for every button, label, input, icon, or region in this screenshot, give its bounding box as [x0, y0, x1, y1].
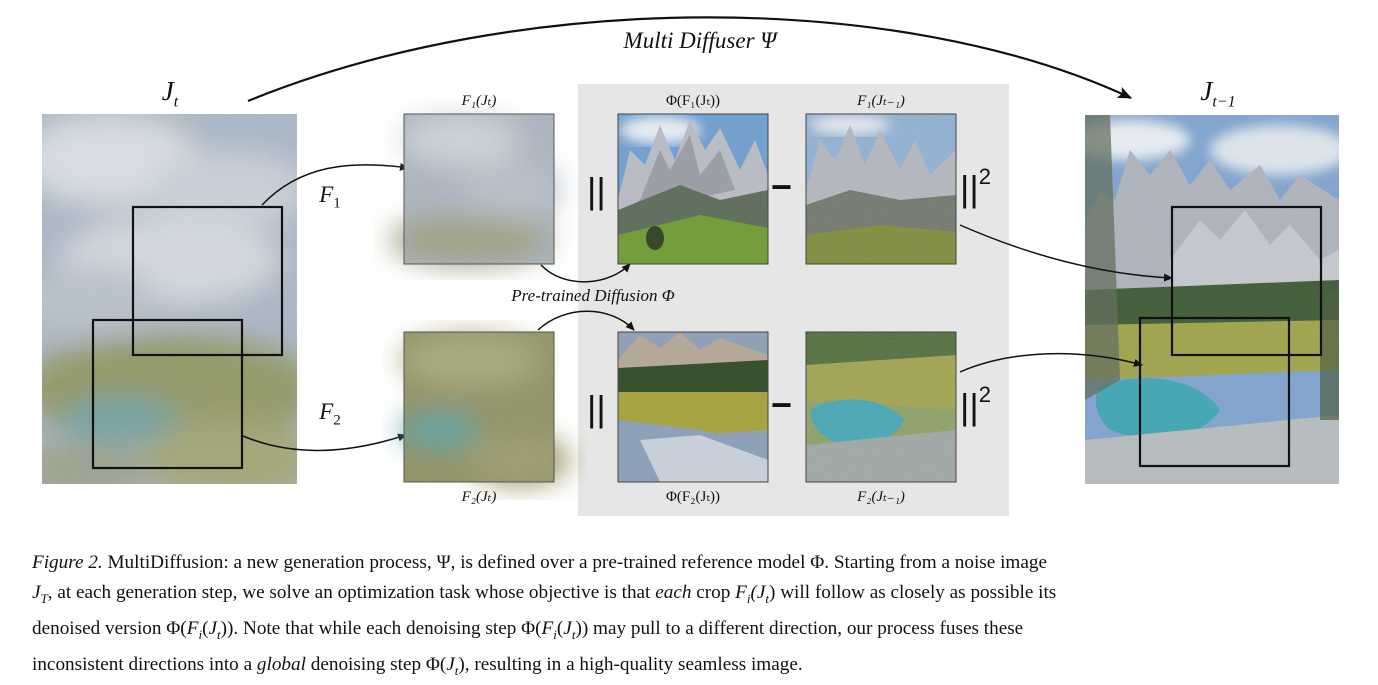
diagram-canvas	[0, 0, 1378, 530]
target-image-2	[806, 332, 956, 482]
norm-open-1: ||	[587, 170, 606, 212]
figure: Multi Diffuser Ψ Jt Jt−1 F1 F2 F₁(Jₜ) F₂…	[0, 0, 1378, 530]
figure-caption: Figure 2. MultiDiffusion: a new generati…	[32, 548, 1352, 685]
caption-line-1: Figure 2. MultiDiffusion: a new generati…	[32, 548, 1352, 578]
denoised-image-1	[618, 114, 768, 264]
multi-diffuser-label: Multi Diffuser Ψ	[580, 28, 820, 54]
target-title-2: F₂(Jₜ₋₁)	[806, 487, 956, 506]
caption-line-3: denoised version Φ(Fi(Jt)). Note that wh…	[32, 614, 1352, 650]
minus-sign-1: −	[771, 166, 792, 208]
caption-figure-label: Figure 2.	[32, 552, 103, 573]
norm-open-2: ||	[587, 388, 606, 430]
input-label: Jt	[150, 76, 190, 111]
denoised-title-1: Φ(F₁(Jₜ))	[618, 91, 768, 110]
input-noisy-image	[10, 114, 320, 500]
crop-title-1: F₁(Jₜ)	[429, 91, 529, 110]
output-image	[1070, 115, 1350, 484]
output-label: Jt−1	[1178, 76, 1258, 111]
pretrained-diffusion-label: Pre-trained Diffusion Φ	[478, 286, 708, 306]
denoised-title-2: Φ(F₂(Jₜ))	[618, 487, 768, 506]
denoised-image-2	[618, 332, 768, 482]
norm-close-1: ||2	[960, 168, 991, 210]
crop-label-1: F1	[310, 182, 350, 213]
caption-line-2: JT, at each generation step, we solve an…	[32, 578, 1352, 614]
crop-label-2: F2	[310, 399, 350, 430]
crop-image-2	[400, 332, 570, 485]
minus-sign-2: −	[771, 384, 792, 426]
target-image-1	[806, 114, 956, 264]
caption-line-4: inconsistent directions into a global de…	[32, 650, 1352, 685]
crop-title-2: F₂(Jₜ)	[429, 487, 529, 506]
norm-close-2: ||2	[960, 386, 991, 428]
target-title-1: F₁(Jₜ₋₁)	[806, 91, 956, 110]
crop-image-1	[390, 114, 560, 265]
